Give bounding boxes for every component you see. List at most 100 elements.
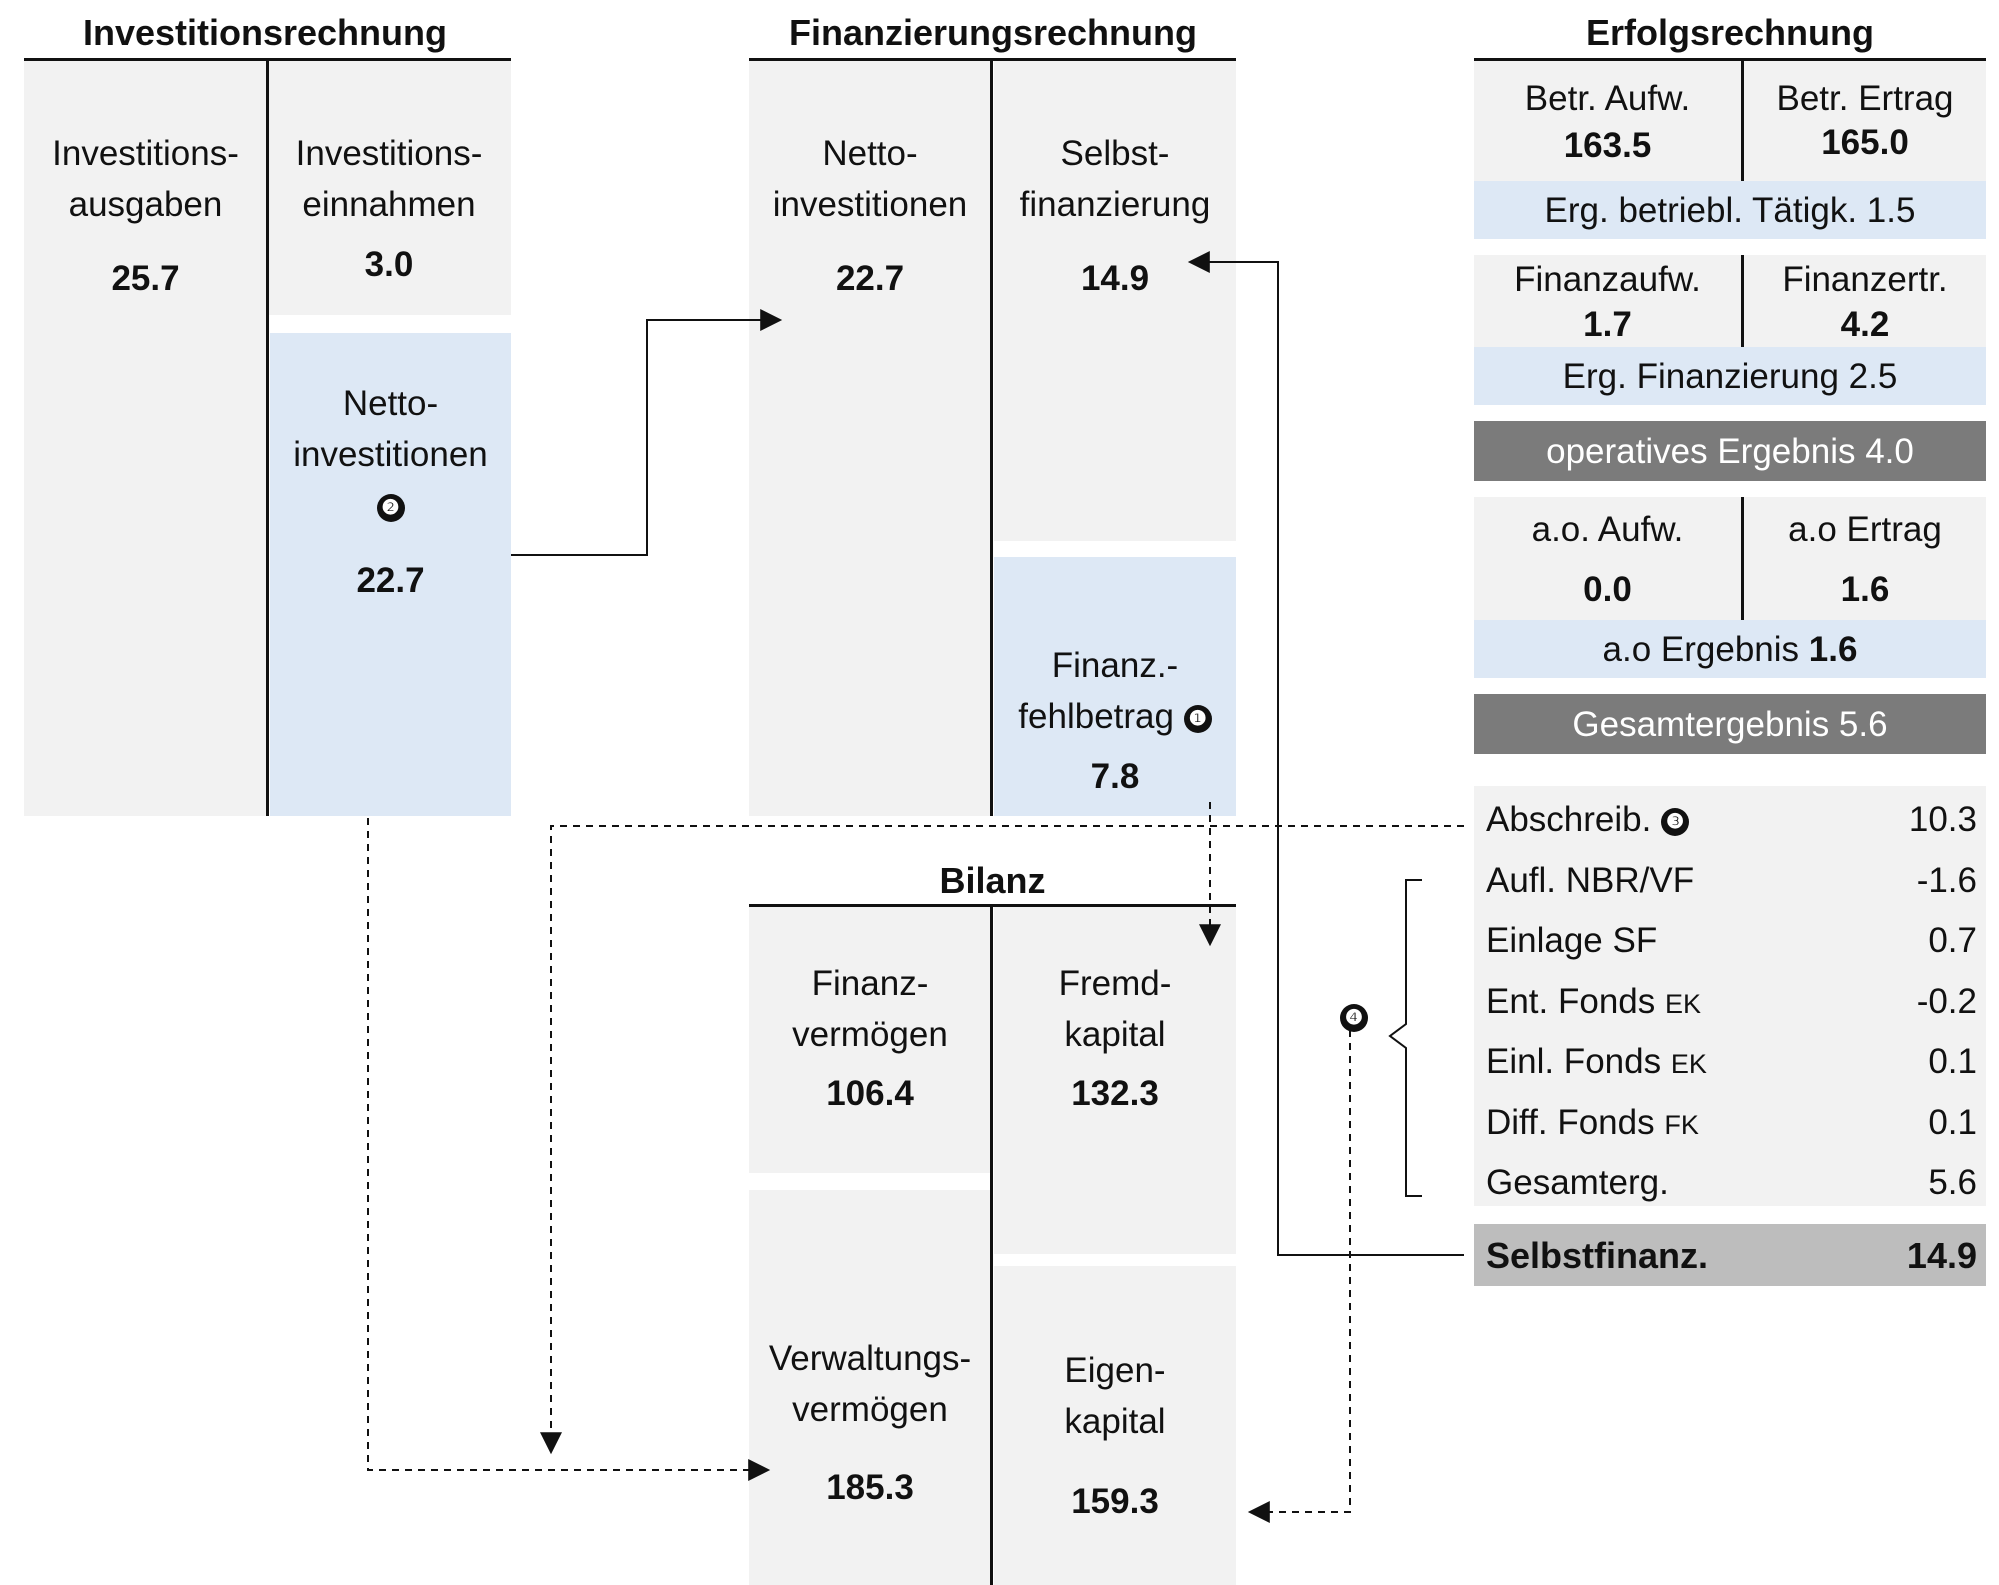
investitionsrechnung-title: Investitionsrechnung [82, 12, 448, 53]
selbstfin-row-suffix: EK [1665, 988, 1702, 1019]
selbstfin-row-label: Abschreib. ❸ [1486, 790, 1690, 850]
fin-aufw-value: 1.7 [1583, 305, 1632, 344]
nettoinvestitionen-value: 22.7 [356, 561, 425, 600]
verwaltungsvermoegen-value: 185.3 [826, 1468, 914, 1507]
selbstfin-total-band [1474, 1224, 1986, 1286]
ao-ergebnis-band [1474, 620, 1986, 678]
erfolgsrechnung-rule [1474, 58, 1986, 61]
ao-aufw-value: 0.0 [1583, 570, 1632, 609]
fin-ertr-label: Finanzertr. [1782, 260, 1948, 299]
finanzierungsrechnung-title: Finanzierungsrechnung [788, 12, 1198, 53]
bilanz-rule [749, 904, 1236, 907]
selbstfin-row-suffix: EK [1670, 1049, 1707, 1079]
investitionsausgaben-block [24, 61, 267, 816]
arrow-abschreib-to-verwaltungsvermoegen [540, 825, 1464, 1455]
fin-ertr-value: 4.2 [1840, 305, 1890, 344]
verwaltungsvermoegen-block [749, 1190, 991, 1585]
nettoinvestitionen-block [270, 333, 511, 816]
finanzvermoegen-label: Finanz-vermögen [792, 964, 948, 1054]
fin-aufw-cell [1474, 255, 1986, 347]
arrow-selbstfinanz-to-selbstfinanzierung [1187, 251, 1464, 1256]
selbstfin-row-value: -1.6 [1916, 860, 1977, 900]
selbstfin-table-bg [1474, 786, 1986, 1206]
betr-divider [1741, 61, 1744, 181]
investitionseinnahmen-value: 3.0 [364, 245, 414, 284]
selbstfinanzierung-block [994, 61, 1236, 541]
selbstfin-row-label: Gesamterg. [1486, 1163, 1669, 1202]
investitionsausgaben-value: 25.7 [111, 259, 180, 298]
operatives-ergebnis-text: operatives Ergebnis 4.0 [1546, 432, 1914, 471]
erg-betr-band [1474, 181, 1986, 239]
group-brace [1388, 879, 1422, 1197]
investitionsausgaben-label: Investitions-ausgaben [52, 134, 239, 224]
selbstfin-row-label: Ent. Fonds EK [1486, 981, 1702, 1021]
ao-ergebnis-text: a.o Ergebnis 1.6 [1602, 630, 1858, 669]
ao-ertrag-value: 1.6 [1840, 570, 1890, 609]
fremdkapital-block [994, 907, 1236, 1254]
eigenkapital-label: Eigen-kapital [1064, 1351, 1166, 1441]
selbstfin-row-value: 0.1 [1928, 1042, 1977, 1081]
eigenkapital-block [994, 1266, 1236, 1585]
selbstfin-row-label: Diff. Fonds FK [1486, 1102, 1699, 1142]
arrow-fonds-to-eigenkapital [1247, 1030, 1351, 1523]
betr-aufw-cell [1474, 61, 1986, 181]
ao-aufw-label: a.o. Aufw. [1531, 510, 1684, 549]
eigenkapital-value: 159.3 [1071, 1482, 1159, 1521]
selbstfinanzierung-label: Selbst-finanzierung [1019, 134, 1211, 224]
selbstfinanzierung-value: 14.9 [1080, 259, 1150, 298]
fremdkapital-label: Fremd-kapital [1058, 964, 1172, 1054]
betr-aufw-value: 163.5 [1563, 126, 1652, 165]
finanzfehlbetrag-value: 7.8 [1090, 757, 1140, 796]
verwaltungsvermoegen-label: Verwaltungs-vermögen [768, 1339, 972, 1429]
erfolgsrechnung-title: Erfolgsrechnung [1585, 12, 1875, 53]
selbstfin-row-value: 0.1 [1928, 1102, 1977, 1142]
selbstfin-total-label: Selbstfinanz. [1486, 1235, 1709, 1276]
gesamtergebnis-band [1474, 694, 1986, 754]
finanzierungsrechnung-rule [749, 58, 1236, 61]
arrow-investition-to-verwaltungsvermoegen [367, 818, 771, 1481]
betr-ertrag-label: Betr. Ertrag [1776, 79, 1954, 118]
finanzvermoegen-block [749, 907, 991, 1173]
gesamtergebnis-text: Gesamtergebnis 5.6 [1572, 705, 1888, 744]
nettoinvestitionen-label: Netto-investitionen ❷ [270, 378, 511, 531]
betr-aufw-label: Betr. Aufw. [1524, 79, 1691, 118]
selbstfin-row-suffix: FK [1664, 1109, 1699, 1140]
fin-aufw-label: Finanzaufw. [1514, 260, 1701, 299]
selbstfin-total-value: 14.9 [1906, 1235, 1977, 1276]
selbstfin-row-value: 10.3 [1908, 800, 1977, 839]
betr-ertrag-value: 165.0 [1821, 123, 1909, 162]
erg-betr-text: Erg. betriebl. Tätigk. 1.5 [1544, 191, 1916, 230]
bilanz-divider [990, 907, 993, 1585]
selbstfin-row-value: -0.2 [1916, 981, 1977, 1021]
selbstfin-row-value: 5.6 [1928, 1163, 1977, 1202]
fin-nettoinvestitionen-value: 22.7 [835, 259, 905, 298]
marker-3: ❸ [1661, 807, 1690, 836]
bilanz-title: Bilanz [939, 860, 1046, 901]
selbstfin-row-label: Aufl. NBR/VF [1486, 860, 1695, 900]
ao-divider [1741, 497, 1744, 620]
ao-cell [1474, 497, 1986, 620]
finanzfehlbetrag-label: Finanz.- fehlbetrag ❶ [994, 640, 1236, 742]
fremdkapital-value: 132.3 [1071, 1074, 1159, 1113]
investitionsrechnung-divider [266, 61, 269, 816]
fin-nettoinvestitionen-label: Netto-investitionen [772, 134, 968, 224]
marker-2: ❷ [376, 493, 405, 522]
fin-nettoinvestitionen-block [749, 61, 991, 816]
investitionsrechnung-rule [24, 58, 511, 61]
finanzierungsrechnung-divider [990, 61, 993, 816]
marker-1: ❶ [1183, 704, 1212, 733]
fin-divider [1741, 255, 1744, 347]
selbstfin-row-label: Einl. Fonds EK [1486, 1042, 1707, 1081]
ao-ertrag-label: a.o Ertrag [1788, 510, 1942, 549]
investitionseinnahmen-block [267, 61, 511, 315]
finanzvermoegen-value: 106.4 [826, 1074, 914, 1113]
selbstfin-row-label: Einlage SF [1486, 921, 1658, 960]
erg-fin-band [1474, 347, 1986, 405]
erg-fin-text: Erg. Finanzierung 2.5 [1562, 357, 1898, 396]
finanzfehlbetrag-block [994, 557, 1236, 816]
operatives-ergebnis-band [1474, 421, 1986, 481]
investitionseinnahmen-label: Investitions-einnahmen [295, 134, 483, 224]
marker-4: ❹ [1340, 1004, 1368, 1032]
selbstfin-row-value: 0.7 [1928, 921, 1977, 960]
